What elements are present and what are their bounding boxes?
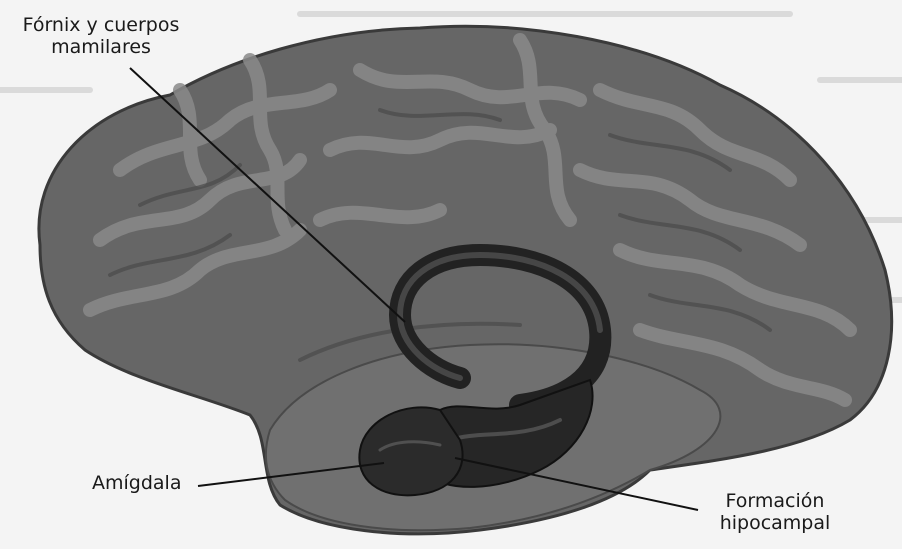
label-fornix-line1: Fórnix y cuerpos [6,14,196,36]
label-fornix-cuerpos-mamilares: Fórnix y cuerpos mamilares [6,14,196,58]
label-hipocampal-line2: hipocampal [700,512,850,534]
label-formacion-hipocampal: Formación hipocampal [700,490,850,534]
label-amigdala: Amígdala [92,472,181,494]
label-hipocampal-line1: Formación [700,490,850,512]
label-amigdala-text: Amígdala [92,472,181,494]
label-fornix-line2: mamilares [6,36,196,58]
